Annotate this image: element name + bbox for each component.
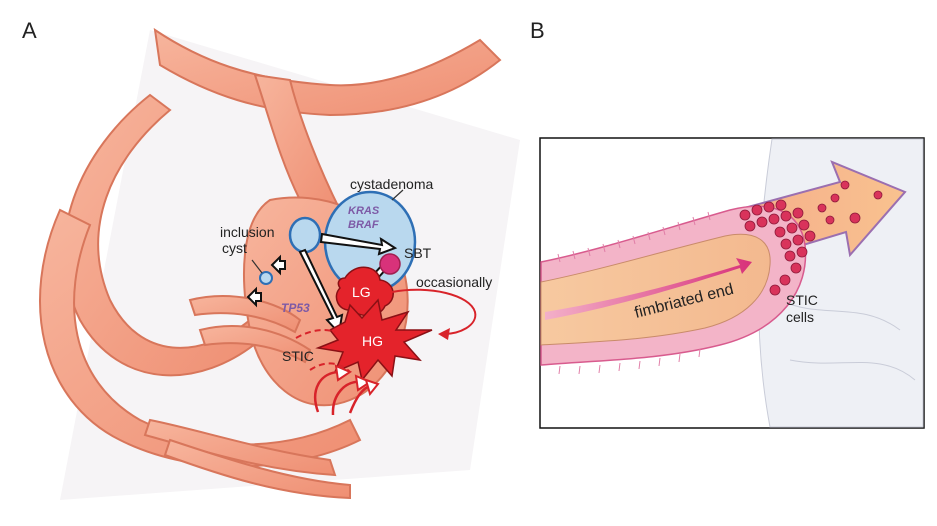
cystadenoma-pointer [391, 189, 404, 201]
label-stic-a: STIC [282, 348, 314, 364]
panel-b: B [530, 18, 925, 429]
inclusion-cyst [259, 271, 273, 285]
panel-a: A cystadenoma KRAS BRAF [22, 18, 520, 500]
panel-b-scene: fimbriated end STIC cells [540, 138, 924, 428]
label-tp53: TP53 [281, 301, 310, 315]
stic-dashed-2 [309, 362, 351, 373]
label-hg: HG [362, 333, 383, 349]
inclusion-pointer [251, 259, 263, 274]
stic-dashed-1 [295, 329, 336, 339]
panel-b-letter: B [530, 18, 545, 43]
stic-cell-cluster [739, 180, 883, 296]
label-cystadenoma: cystadenoma [350, 176, 433, 192]
label-sbt: SBT [404, 245, 432, 261]
label-stic-cells-1: STIC [786, 292, 818, 308]
occasionally-arrow [391, 288, 477, 336]
label-kras: KRAS [348, 205, 380, 217]
label-lg: LG [352, 284, 371, 300]
flow-arrow [545, 258, 752, 320]
label-braf: BRAF [348, 219, 379, 231]
cilia [557, 211, 711, 375]
panel-a-letter: A [22, 18, 37, 43]
label-occasionally: occasionally [416, 274, 492, 290]
arrow-small-2 [270, 254, 286, 276]
label-stic-cells-2: cells [786, 309, 814, 325]
arrow-small-1 [246, 286, 262, 308]
label-inclusion: inclusion [220, 224, 274, 240]
arrow-cyst-to-sbt [319, 232, 398, 256]
hg-tumor [315, 298, 433, 382]
sbt-tumor [379, 253, 401, 275]
label-cyst: cyst [222, 240, 247, 256]
stic-to-hg-arrowheads [334, 364, 380, 397]
occasionally-arrowhead [438, 328, 450, 340]
small-cyst [288, 216, 322, 254]
